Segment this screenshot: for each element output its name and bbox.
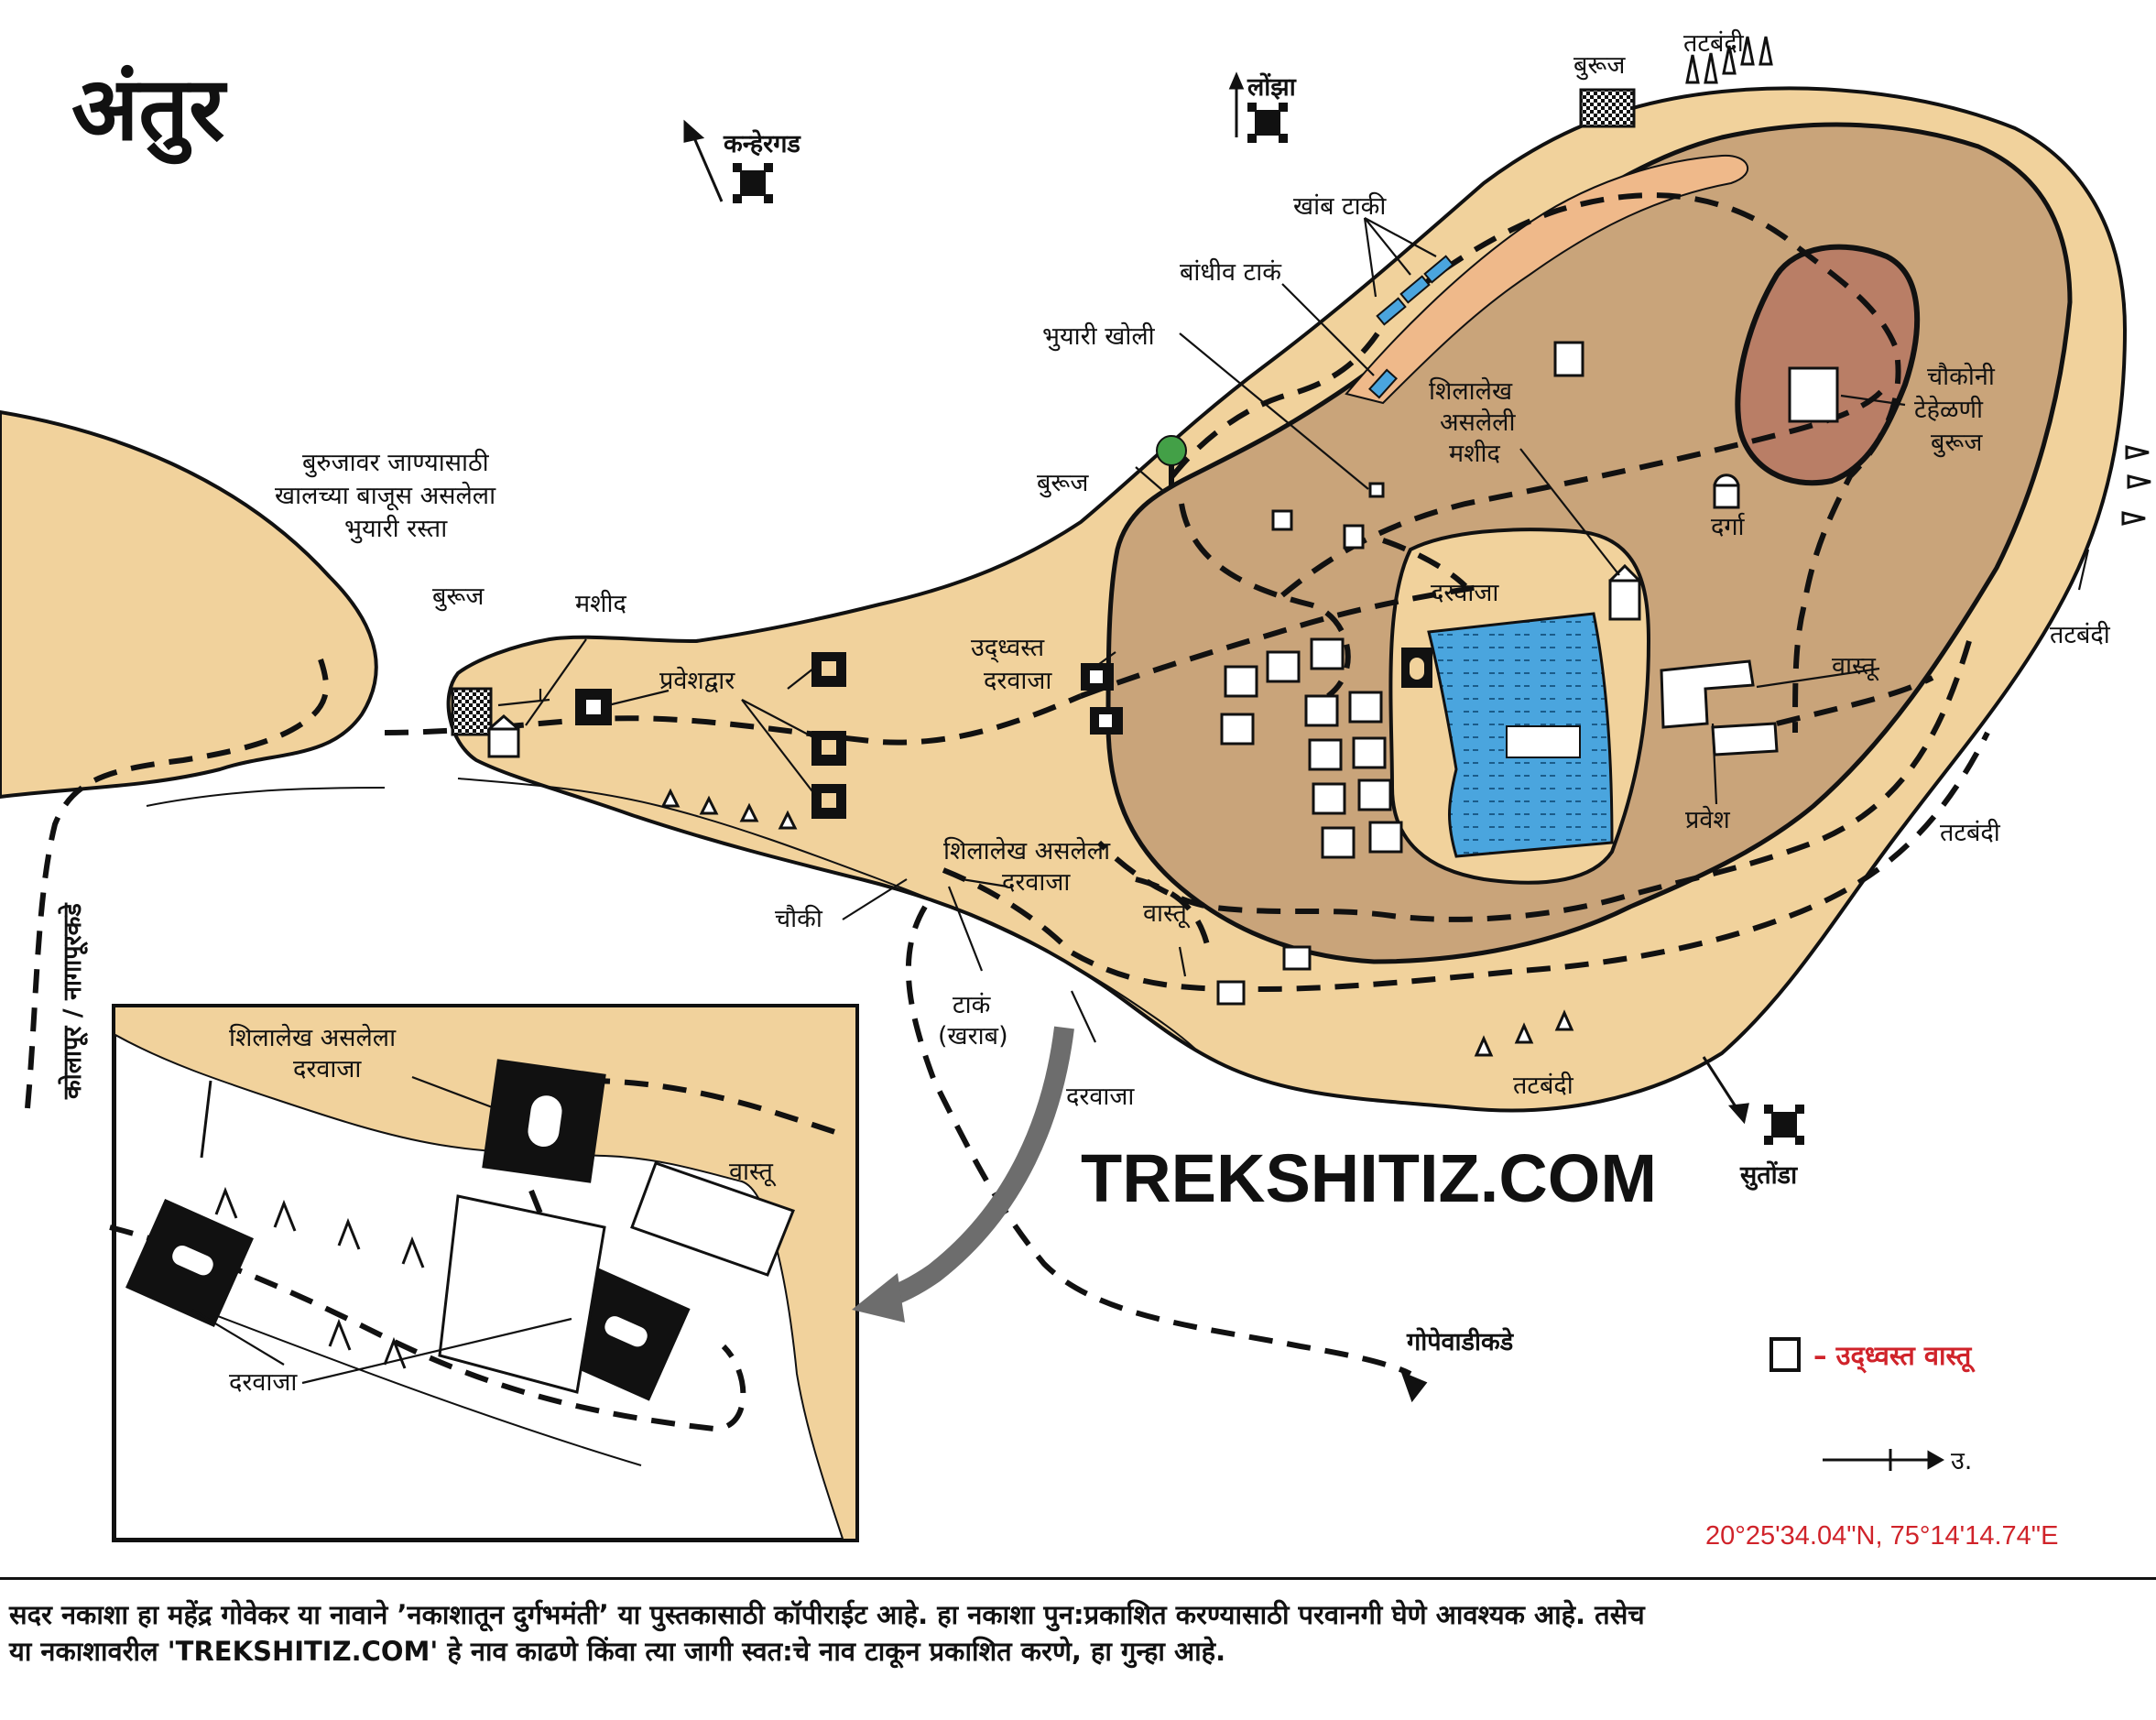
label-shilalekh-mashid-1: शिलालेख xyxy=(1429,376,1513,406)
label-chaukoni-3: बुरूज xyxy=(1931,429,1983,458)
label-buruj-top: बुरूज xyxy=(1573,51,1626,81)
label-pravesh-dwar: प्रवेशद्वार xyxy=(659,666,735,695)
trail xyxy=(25,659,329,1109)
north-label: उ. xyxy=(1951,1447,1972,1475)
inset-arrowhead xyxy=(852,1273,905,1323)
trail xyxy=(1096,640,1972,922)
tree xyxy=(1156,435,1187,485)
label-underground-3: भुयारी रस्ता xyxy=(344,514,448,544)
trail xyxy=(1179,503,1351,699)
label-taka-2: (खराब) xyxy=(938,1022,1008,1051)
direction-sutonda: सुतोंडा xyxy=(1739,1160,1798,1191)
label-shilalekh-darwaja-1: शिलालेख असलेला xyxy=(943,836,1111,865)
label-khamb-taki: खांब टाकी xyxy=(1293,191,1387,221)
lake-island xyxy=(1506,725,1581,758)
direction-kanheragad: कन्हेरगड xyxy=(723,129,801,158)
label-chauki: चौकी xyxy=(775,904,823,933)
trail xyxy=(905,905,1412,1377)
label-mashid-left: मशीद xyxy=(575,589,626,618)
label-udhvast-darwaja-1: उद्ध्वस्त xyxy=(971,634,1045,663)
label-vastu-right: वास्तू xyxy=(1832,652,1879,681)
label-darwaja-bottom: दरवाजा xyxy=(1066,1083,1135,1111)
building xyxy=(1660,659,1755,729)
coordinates: 20°25'34.04"N, 75°14'14.74"E xyxy=(1705,1521,2058,1551)
inset-shilalekh-2: दरवाजा xyxy=(293,1055,362,1083)
bastion xyxy=(451,687,493,736)
inner-gate xyxy=(1401,648,1432,688)
inset-darwaja: दरवाजा xyxy=(229,1368,298,1397)
direction-kolapur: कोलापूर / नागापूरकडे xyxy=(58,902,89,1100)
copyright-line-1: सदर नकाशा हा महेंद्र गोवेकर या नावाने ’न… xyxy=(9,1599,1645,1630)
leader-lines xyxy=(497,217,2090,1043)
label-chaukoni-2: टेहेळणी xyxy=(1914,395,1984,424)
label-buruj-mid: बुरूज xyxy=(1037,469,1089,498)
entrance-gates xyxy=(575,652,846,819)
direction-arrows xyxy=(683,71,1945,1471)
fort-icon-kanheragad xyxy=(733,163,773,203)
mosque xyxy=(1608,563,1641,621)
label-taka-1: टाकं xyxy=(953,991,992,1019)
label-buruj-left: बुरूज xyxy=(432,582,485,612)
trail xyxy=(1280,383,1889,598)
copyright-line-2: या नकाशावरील 'TREKSHITIZ.COM' हे नाव काढ… xyxy=(9,1636,1226,1667)
trail xyxy=(1170,192,1901,734)
label-shilalekh-mashid-2: असलेली xyxy=(1440,408,1516,437)
road-wall xyxy=(146,787,386,807)
trail xyxy=(1079,583,1485,699)
site-brand: TREKSHITIZ.COM xyxy=(1081,1140,1657,1216)
bastion xyxy=(1579,88,1636,128)
label-vastu-mid: वास्तू xyxy=(1143,899,1191,929)
label-darwaja-inner: दरवाजा xyxy=(1431,579,1499,607)
road-wall xyxy=(457,778,1201,1054)
mosque xyxy=(487,714,520,758)
label-darga: दर्गा xyxy=(1711,512,1746,541)
ruined-gate xyxy=(1081,663,1123,735)
label-tatbandi-bottom: तटबंदी xyxy=(1513,1071,1574,1100)
trail xyxy=(1776,675,1934,726)
fort-icon-lonjha xyxy=(1247,103,1288,143)
label-underground-2: खालच्या बाजूस असलेला xyxy=(275,481,496,511)
label-tatbandi-right: तटबंदी xyxy=(2050,620,2111,649)
direction-lonjha: लोंझा xyxy=(1247,72,1297,102)
direction-gopewadi: गोपेवाडीकडे xyxy=(1406,1327,1515,1356)
trail xyxy=(942,731,1990,993)
trail xyxy=(1382,538,1468,589)
legend-ruin-icon xyxy=(1769,1337,1801,1372)
label-tatbandi-top: तटबंदी xyxy=(1683,28,1745,58)
building xyxy=(1711,722,1779,757)
label-bandhiv-tank: बांधीव टाकं xyxy=(1180,257,1282,287)
trail xyxy=(1135,876,1212,953)
inset-arrow xyxy=(876,1026,1074,1311)
label-pravesh: प्रवेश xyxy=(1685,805,1730,834)
label-udhvast-darwaja-2: दरवाजा xyxy=(984,667,1052,695)
label-shilalekh-darwaja-2: दरवाजा xyxy=(1002,868,1071,897)
trail xyxy=(384,693,1083,746)
inset-panel xyxy=(109,1004,859,1542)
water-tanks xyxy=(1368,255,1454,399)
inset-leaders xyxy=(191,1075,572,1385)
watchtower xyxy=(1788,366,1839,423)
legend-ruin-label: – उद्ध्वस्त वास्तू xyxy=(1813,1340,1976,1373)
ruined-structures xyxy=(1216,341,1584,1006)
map-title: अंतुर xyxy=(71,58,228,165)
label-chaukoni-1: चौकोनी xyxy=(1927,362,1996,391)
label-bhuyari-kholi: भुयारी खोली xyxy=(1042,321,1156,352)
label-tatbandi-lower-right: तटबंदी xyxy=(1940,818,2001,847)
label-underground-1: बुरुजावर जाण्यासाठी xyxy=(302,448,490,478)
inset-shilalekh-1: शिलालेख असलेला xyxy=(229,1023,397,1052)
fortification xyxy=(660,36,2151,1057)
fort-icon-sutonda xyxy=(1764,1105,1804,1145)
copyright-footer: सदर नकाशा हा महेंद्र गोवेकर या नावाने ’न… xyxy=(0,1577,2156,1720)
dargah xyxy=(1713,474,1740,509)
label-shilalekh-mashid-3: मशीद xyxy=(1449,439,1500,468)
inset-vastu: वास्तू xyxy=(729,1158,777,1187)
left-hill xyxy=(0,409,378,800)
